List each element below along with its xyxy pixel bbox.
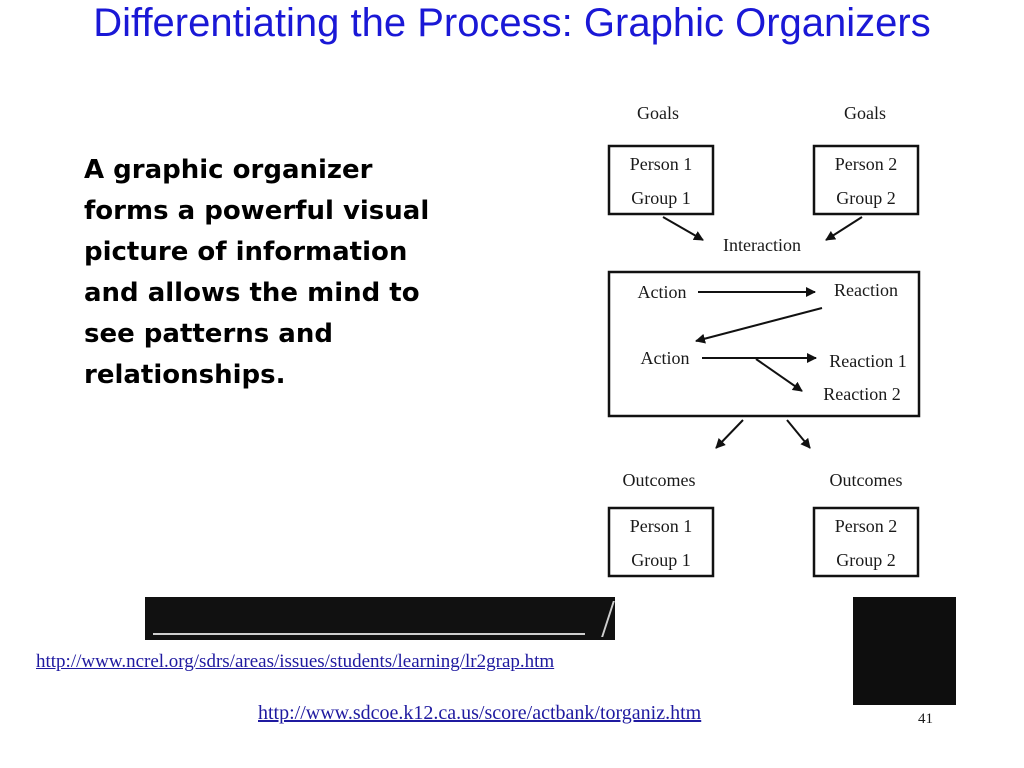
outcomes-left-box	[607, 506, 715, 578]
action-1-label: Action	[638, 282, 687, 302]
goals-left-box-line-2: Group 1	[631, 188, 691, 208]
decorative-banner-image	[145, 597, 615, 640]
goals-left-label: Goals	[637, 103, 679, 123]
page-number: 41	[918, 711, 933, 727]
outcomes-right-label: Outcomes	[830, 470, 903, 490]
slide-title: Differentiating the Process: Graphic Org…	[93, 1, 931, 45]
outcomes-right-box-line-1: Person 2	[835, 516, 898, 536]
outcome-left-arrow	[715, 419, 744, 449]
graphic-organizer-diagram: Goals Goals Person 1 Group 1 Person 2 Gr…	[607, 103, 921, 578]
ncrel-link[interactable]: http://www.ncrel.org/sdrs/areas/issues/s…	[36, 651, 555, 672]
outcomes-left-box-line-2: Group 1	[631, 550, 691, 570]
goals-right-arrow	[825, 216, 863, 241]
interaction-label: Interaction	[723, 235, 801, 255]
interaction-box	[607, 270, 921, 418]
goals-right-box	[812, 144, 920, 216]
outcomes-left-label: Outcomes	[623, 470, 696, 490]
outcomes-right-box-line-2: Group 2	[836, 550, 896, 570]
decorative-emblem-image	[853, 597, 956, 705]
outcomes-right-box	[812, 506, 920, 578]
action-2-label: Action	[641, 348, 690, 368]
action-to-reaction-2-arrow	[755, 358, 803, 392]
reaction-to-action-arrow	[695, 307, 823, 344]
goals-right-label: Goals	[844, 103, 886, 123]
goals-left-box	[607, 144, 715, 216]
body-text: A graphic organizer forms a powerful vis…	[84, 155, 430, 390]
outcomes-left-box-line-1: Person 1	[630, 516, 693, 536]
sdcoe-link[interactable]: http://www.sdcoe.k12.ca.us/score/actbank…	[258, 702, 702, 724]
banner-slash	[601, 601, 615, 637]
banner-underline	[153, 633, 585, 635]
goals-right-box-line-2: Group 2	[836, 188, 896, 208]
goals-right-box-line-1: Person 2	[835, 154, 898, 174]
reaction-label: Reaction	[834, 280, 898, 300]
reaction-1-label: Reaction 1	[829, 351, 906, 371]
goals-left-arrow	[662, 216, 704, 241]
reaction-2-label: Reaction 2	[823, 384, 900, 404]
outcome-right-arrow	[786, 419, 811, 449]
goals-left-box-line-1: Person 1	[630, 154, 693, 174]
